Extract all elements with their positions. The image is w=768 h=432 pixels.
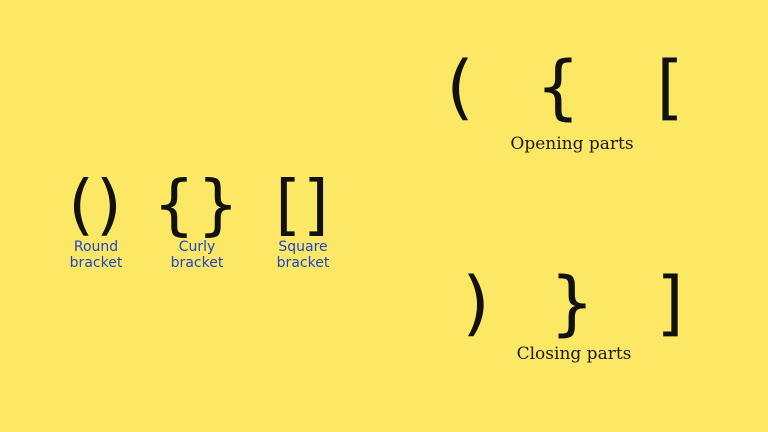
opening-square-glyph: [: [656, 46, 684, 128]
closing-parts-caption: Closing parts: [516, 344, 632, 364]
closing-square-glyph: ]: [656, 262, 684, 344]
curly-bracket-label-line1: Curly: [178, 239, 216, 255]
square-bracket-pair: [] Square bracket: [253, 166, 353, 271]
curly-bracket-symbols: {}: [153, 166, 241, 243]
square-bracket-label-line2: bracket: [276, 255, 330, 271]
curly-bracket-label-line2: bracket: [170, 255, 224, 271]
square-bracket-label-line1: Square: [278, 239, 328, 255]
opening-round-glyph: (: [446, 46, 474, 128]
curly-bracket-pair: {} Curly bracket: [147, 166, 247, 271]
closing-curly-glyph: }: [549, 262, 595, 344]
round-bracket-label-line2: bracket: [69, 255, 123, 271]
round-bracket-symbols: (): [68, 166, 124, 243]
closing-round-glyph: ): [462, 262, 490, 344]
square-bracket-symbols: []: [275, 166, 331, 243]
round-bracket-label-line1: Round: [73, 239, 119, 255]
opening-parts-caption: Opening parts: [510, 134, 634, 154]
opening-curly-glyph: {: [535, 46, 581, 128]
round-bracket-pair: () Round bracket: [46, 166, 146, 271]
